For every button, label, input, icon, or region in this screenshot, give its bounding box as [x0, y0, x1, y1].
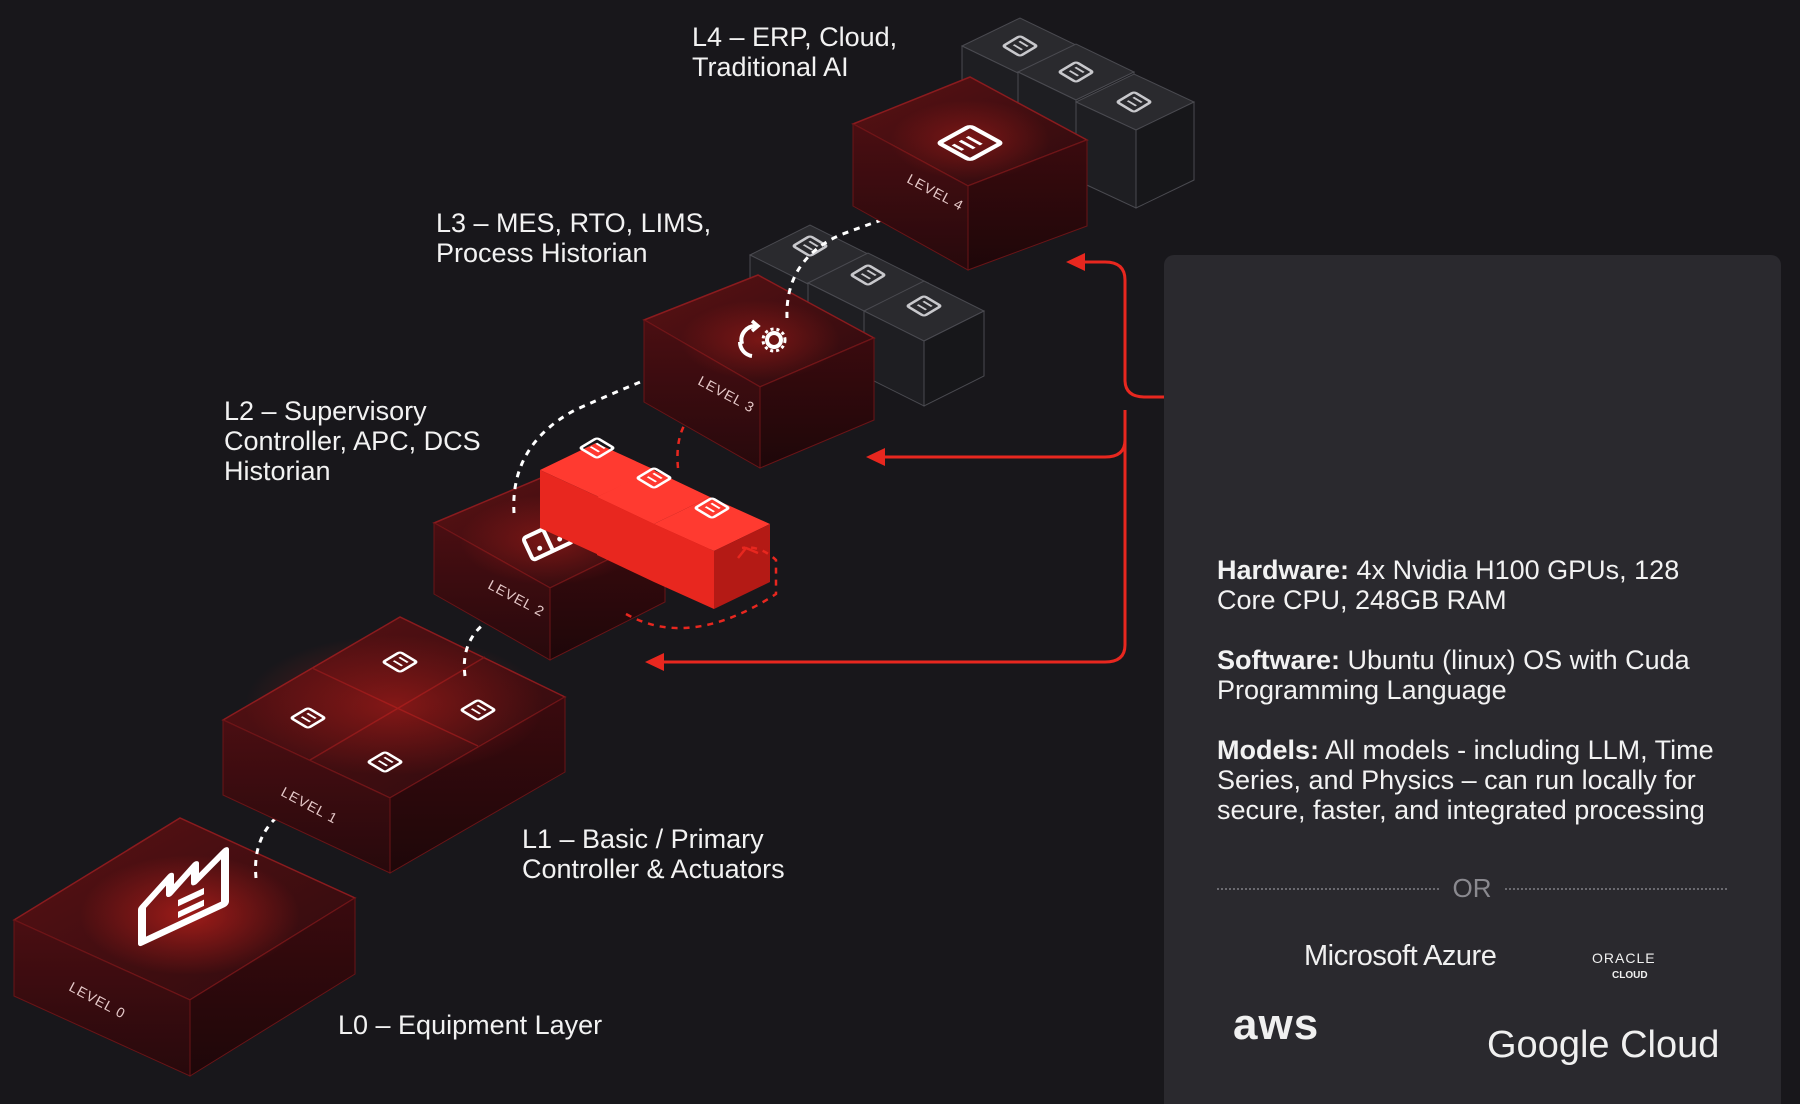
- server-chip-icon: [367, 751, 403, 773]
- process-sync-icon: [737, 319, 787, 358]
- level-4-label: L4 – ERP, Cloud, Traditional AI: [692, 22, 898, 82]
- models-spec-label: Models:: [1217, 735, 1320, 765]
- flow-arrow-l0-l1: [254, 810, 284, 879]
- hardware-spec-text: 4x Nvidia H100 GPUs, 128 Core CPU, 248GB…: [1217, 555, 1680, 615]
- level-0-block: LEVEL 0: [12, 817, 357, 1077]
- server-chip-icon: [1116, 91, 1152, 113]
- level-1-label: L1 – Basic / Primary Controller & Actuat…: [522, 824, 785, 884]
- hardware-info-panel: Hardware: 4x Nvidia H100 GPUs, 128 Core …: [1164, 255, 1781, 1104]
- models-spec: Models: All models - including LLM, Time…: [1217, 735, 1742, 825]
- server-chip-icon: [382, 651, 418, 673]
- aws-logo-text: aws: [1233, 1000, 1320, 1049]
- flow-loop-l2: [625, 546, 778, 630]
- server-chip-icon: [792, 235, 828, 257]
- server-chip-icon: [694, 497, 730, 519]
- level-4-block: LEVEL 4: [851, 76, 1089, 271]
- server-chip-icon: [1058, 61, 1094, 83]
- server-chip-icon: [579, 437, 615, 459]
- enterprise-icon: [937, 125, 1003, 161]
- server-chip-icon: [290, 707, 326, 729]
- or-divider: OR: [1217, 873, 1727, 903]
- level-0-label: L0 – Equipment Layer: [338, 1010, 603, 1040]
- server-chip-icon: [636, 467, 672, 489]
- software-spec-text: Ubuntu (linux) OS with Cuda Programming …: [1217, 645, 1690, 705]
- level-3-block: LEVEL 3: [642, 274, 876, 469]
- level-3-label: L3 – MES, RTO, LIMS, Process Historian: [436, 208, 712, 268]
- hardware-spec: Hardware: 4x Nvidia H100 GPUs, 128 Core …: [1217, 555, 1742, 615]
- azure-logo-text: Microsoft Azure: [1304, 940, 1497, 972]
- level-2-label: L2 – Supervisory Controller, APC, DCS Hi…: [224, 396, 481, 486]
- level-1-block: [221, 616, 567, 874]
- google-cloud-logo-text: Google Cloud: [1487, 1024, 1720, 1066]
- or-text: OR: [1452, 873, 1492, 903]
- server-chip-icon: [850, 264, 886, 286]
- oracle-logo-text: ORACLE: [1592, 950, 1656, 966]
- server-chip-icon: [1002, 35, 1038, 57]
- oracle-logo-subtext: CLOUD: [1612, 970, 1648, 981]
- server-chip-icon: [906, 295, 942, 317]
- factory-icon: [138, 847, 229, 947]
- models-spec-text: All models - including LLM, Time Series,…: [1217, 735, 1714, 825]
- software-spec: Software: Ubuntu (linux) OS with Cuda Pr…: [1217, 645, 1742, 705]
- server-chip-icon: [460, 699, 496, 721]
- hardware-spec-label: Hardware:: [1217, 555, 1350, 585]
- level-2-gpu-cubes: [540, 443, 770, 609]
- software-spec-label: Software:: [1217, 645, 1341, 675]
